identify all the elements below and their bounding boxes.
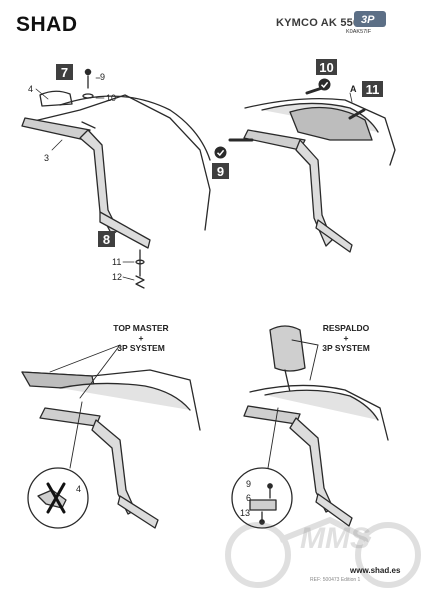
caption-line: RESPALDO [322, 323, 370, 333]
step-10-box: 10 [316, 59, 337, 75]
callout-4: 4 [28, 84, 34, 94]
caption-line: + [343, 333, 349, 343]
check-icon [214, 146, 227, 159]
respaldo-caption: RESPALDO + 3P SYSTEM [300, 323, 392, 353]
svg-text:3P: 3P [361, 14, 375, 26]
callout-a: A [350, 84, 357, 94]
check-icon [318, 78, 331, 91]
svg-text:MMS: MMS [300, 522, 370, 555]
3p-system-logo-icon: 3P [354, 11, 386, 27]
callout-11: 11 [112, 257, 122, 267]
caption-line: 3P SYSTEM [117, 343, 165, 353]
top-master-caption: TOP MASTER + 3P SYSTEM [96, 323, 186, 353]
callout-9: 9 [246, 479, 252, 489]
callout-10: 10 [106, 93, 117, 103]
model-title: KYMCO AK 550 '17 [276, 17, 378, 29]
caption-line: TOP MASTER [113, 323, 169, 333]
callout-12: 12 [112, 272, 123, 282]
callout-13: 13 [240, 508, 251, 518]
brand-logo: SHAD [16, 13, 78, 36]
callout-4: 4 [76, 484, 82, 494]
step-7-box: 7 [56, 64, 73, 80]
step-9-box: 9 [212, 163, 229, 179]
model-code: K0AK57IF [346, 29, 372, 35]
step-8-box: 8 [98, 231, 115, 247]
callout-6: 6 [246, 493, 252, 503]
caption-line: 3P SYSTEM [322, 343, 370, 353]
callout-9: 9 [100, 72, 106, 82]
step-11-box: 11 [362, 81, 383, 97]
caption-line: + [138, 333, 144, 343]
callout-3: 3 [44, 153, 50, 163]
footer-reference: REF: 500473 Edition 1 [310, 577, 361, 583]
footer-url: www.shad.es [350, 566, 401, 575]
